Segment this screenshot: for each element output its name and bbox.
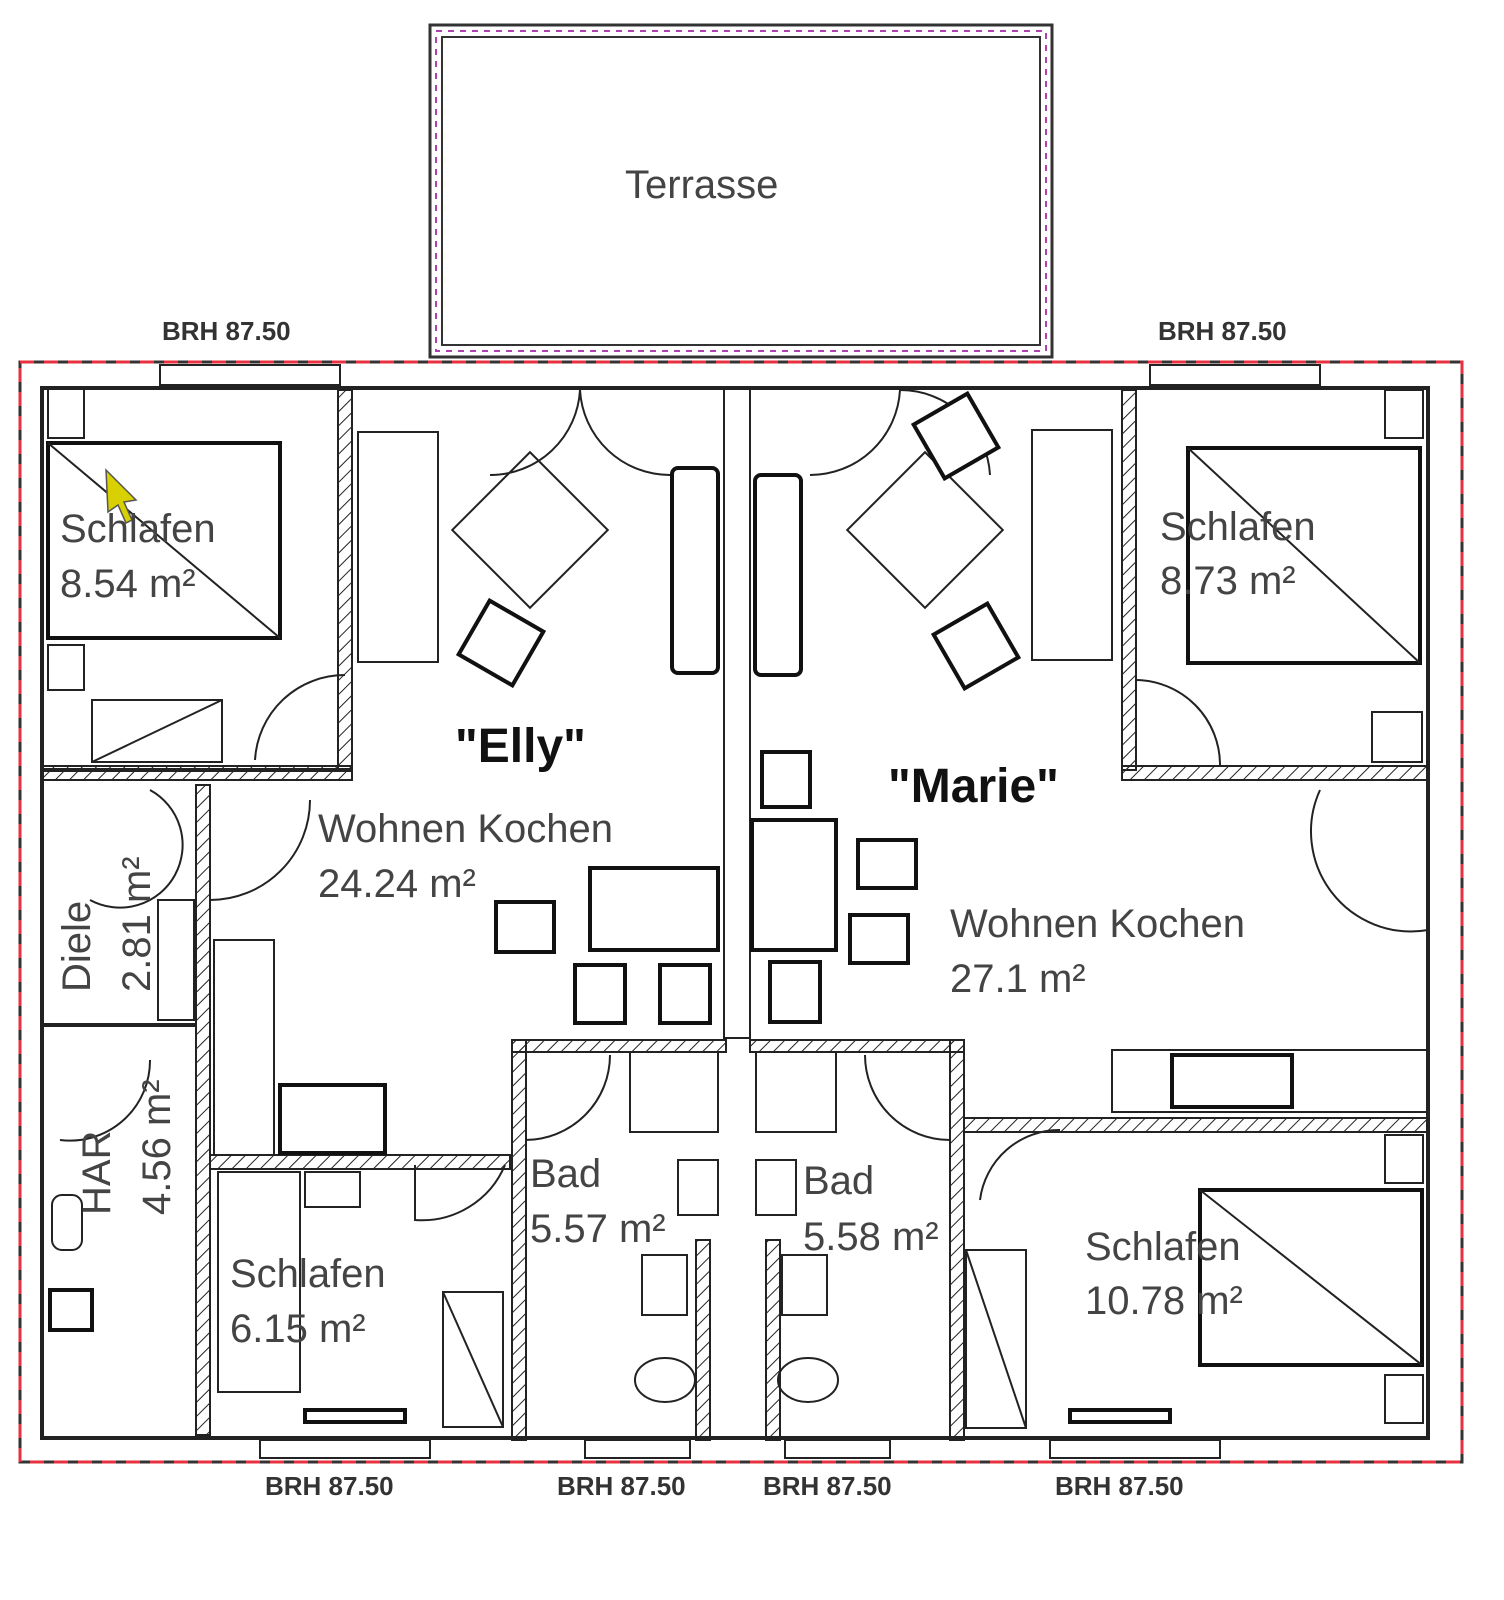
doors bbox=[59, 388, 1429, 1222]
room-marie-wohnen: Wohnen Kochen 27.1 m² bbox=[950, 902, 1245, 1001]
room-label: Diele bbox=[55, 901, 99, 992]
room-marie-schlafen-1: Schlafen 8.73 m² bbox=[1160, 505, 1316, 603]
interior-walls bbox=[40, 386, 1430, 1441]
window-label: BRH 87.50 bbox=[557, 1471, 686, 1501]
furniture bbox=[46, 387, 1429, 1429]
terrace-label: Terrasse bbox=[625, 163, 778, 207]
room-elly-wohnen: Wohnen Kochen 24.24 m² bbox=[318, 807, 613, 906]
room-label: Bad bbox=[530, 1152, 601, 1196]
room-label: HAR bbox=[75, 1131, 119, 1215]
window-label: BRH 87.50 bbox=[162, 316, 291, 346]
windows bbox=[159, 364, 1321, 1459]
room-marie-bad: Bad 5.58 m² bbox=[803, 1159, 939, 1259]
room-elly-schlafen-2: Schlafen 6.15 m² bbox=[230, 1252, 386, 1351]
room-elly-diele: Diele 2.81 m² bbox=[55, 856, 159, 992]
room-label: Wohnen Kochen bbox=[950, 902, 1245, 946]
room-elly-har: HAR 4.56 m² bbox=[75, 1079, 179, 1215]
room-area: 5.57 m² bbox=[530, 1207, 666, 1251]
room-label: Schlafen bbox=[1160, 505, 1316, 549]
room-area: 6.15 m² bbox=[230, 1307, 366, 1351]
room-area: 8.54 m² bbox=[60, 562, 196, 606]
room-area: 4.56 m² bbox=[135, 1079, 179, 1215]
room-area: 8.73 m² bbox=[1160, 559, 1296, 603]
window-label: BRH 87.50 bbox=[265, 1471, 394, 1501]
room-area: 2.81 m² bbox=[115, 856, 159, 992]
window-label: BRH 87.50 bbox=[763, 1471, 892, 1501]
unit-name-elly: "Elly" bbox=[455, 720, 586, 773]
outline-dashed bbox=[18, 360, 1464, 1464]
window-label: BRH 87.50 bbox=[1158, 316, 1287, 346]
room-elly-bad: Bad 5.57 m² bbox=[530, 1152, 666, 1251]
room-label: Schlafen bbox=[230, 1252, 386, 1296]
room-label: Schlafen bbox=[1085, 1225, 1241, 1269]
terrace: Terrasse bbox=[428, 23, 1054, 359]
room-label: Wohnen Kochen bbox=[318, 807, 613, 851]
window-label: BRH 87.50 bbox=[1055, 1471, 1184, 1501]
room-marie-schlafen-2: Schlafen 10.78 m² bbox=[1085, 1225, 1243, 1323]
room-area: 5.58 m² bbox=[803, 1215, 939, 1259]
cursor-arrow-icon bbox=[105, 468, 138, 525]
room-elly-schlafen-1: Schlafen 8.54 m² bbox=[60, 507, 216, 606]
room-label: Bad bbox=[803, 1159, 874, 1203]
room-area: 24.24 m² bbox=[318, 862, 476, 906]
room-label: Schlafen bbox=[60, 507, 216, 551]
unit-name-marie: "Marie" bbox=[888, 760, 1059, 813]
room-area: 10.78 m² bbox=[1085, 1279, 1243, 1323]
room-area: 27.1 m² bbox=[950, 957, 1086, 1001]
